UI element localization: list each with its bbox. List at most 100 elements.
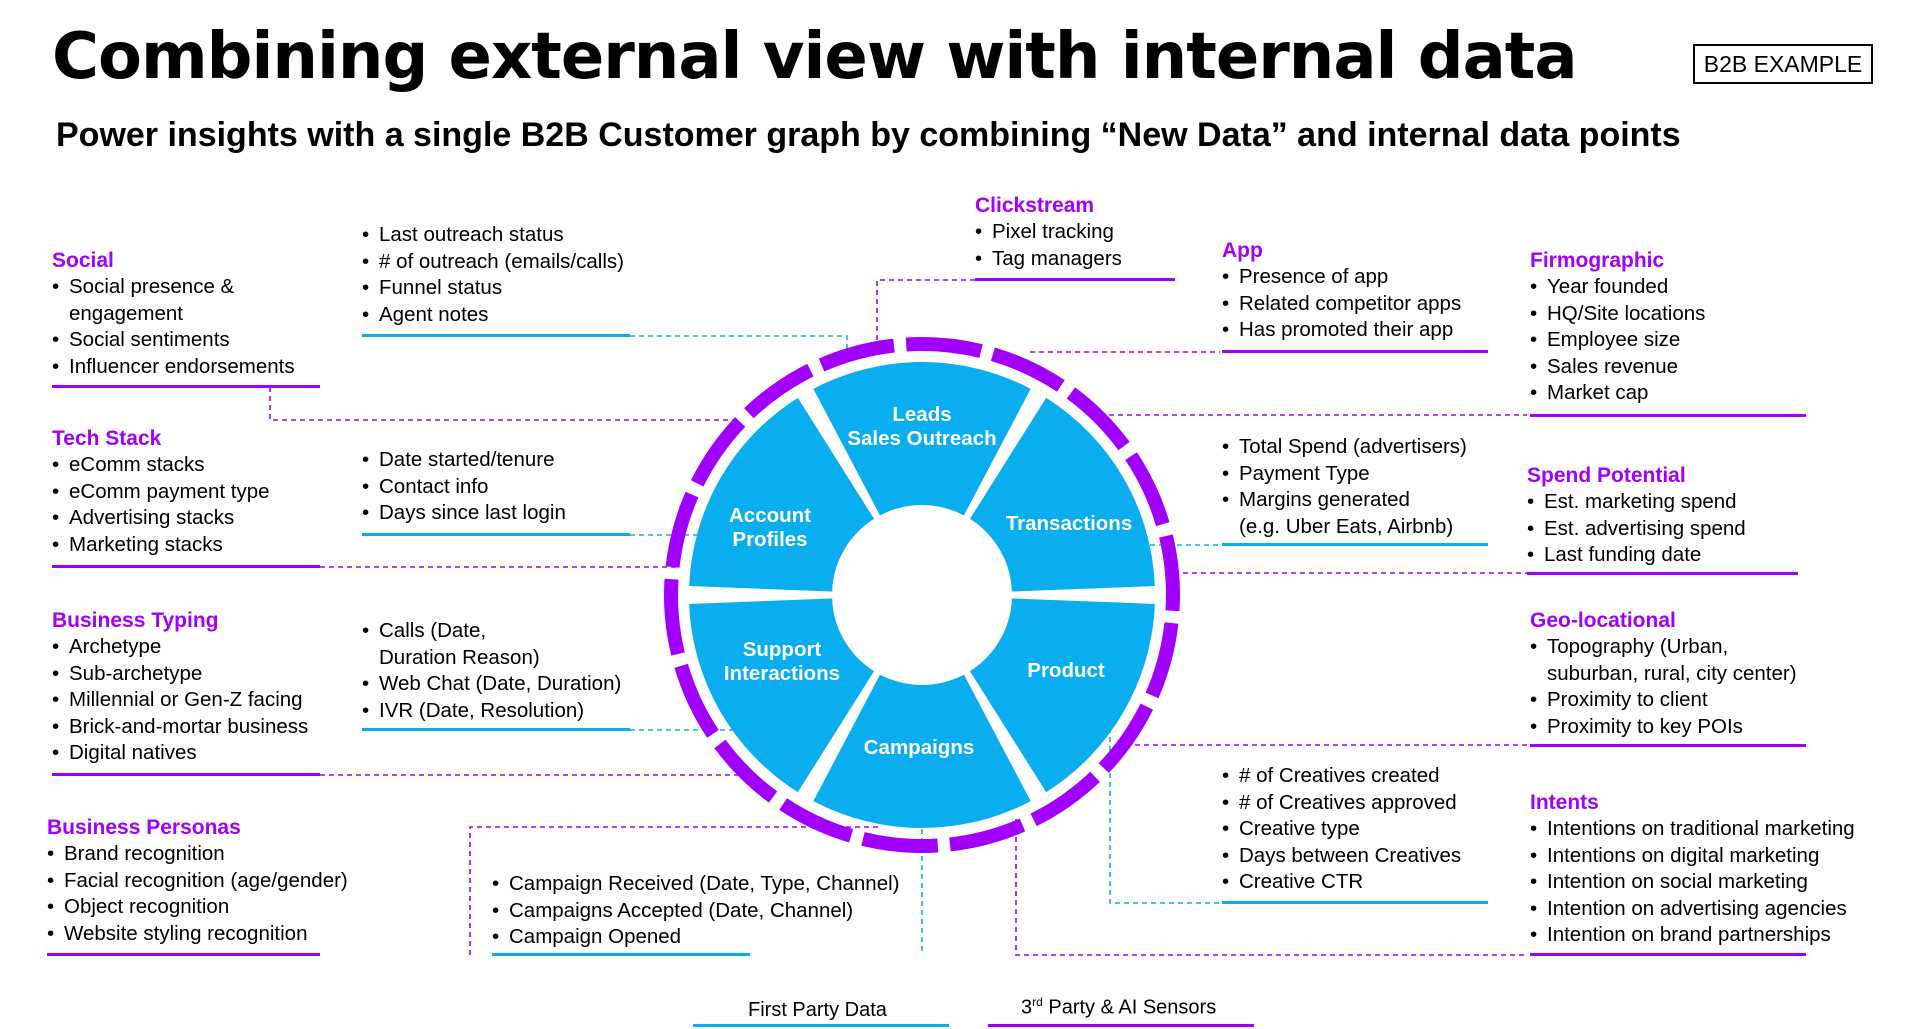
wheel-center (832, 505, 1012, 685)
list-item: Presence of app (1222, 264, 1461, 291)
outer-ring-segment (905, 336, 983, 358)
list-item: Object recognition (47, 894, 348, 921)
list-item: Intentions on traditional marketing (1530, 816, 1855, 843)
outer-ring-segment (1098, 703, 1154, 773)
list-item: # of Creatives approved (1222, 790, 1461, 817)
list-item: (e.g. Uber Eats, Airbnb) (1239, 514, 1454, 538)
outer-ring-segment (818, 338, 895, 372)
business-personas-block: Business Personas Brand recognition Faci… (47, 815, 348, 947)
outer-ring-segment (1030, 771, 1100, 827)
list-item: Margins generated (1222, 487, 1467, 514)
clickstream-block: Clickstream Pixel tracking Tag managers (975, 193, 1122, 272)
list-item: HQ/Site locations (1530, 301, 1705, 328)
clickstream-title: Clickstream (975, 194, 1095, 217)
transactions-data-block: Total Spend (advertisers) Payment Type M… (1222, 434, 1467, 540)
intents-title: Intents (1530, 791, 1599, 814)
spend-potential-block: Spend Potential Est. marketing spend Est… (1527, 463, 1746, 569)
list-item: Total Spend (advertisers) (1222, 434, 1467, 461)
segment-label-support: Support (743, 638, 822, 661)
legend-third-party-label: 3rd Party & AI Sensors (1021, 995, 1217, 1019)
connector-social (269, 387, 740, 421)
list-item: Duration Reason) (379, 645, 540, 669)
list-item: # of Creatives created (1222, 763, 1461, 790)
list-item: Marketing stacks (52, 532, 270, 559)
outer-ring-segment (714, 739, 778, 803)
list-item: Employee size (1530, 327, 1705, 354)
outer-ring-segment (744, 363, 814, 419)
business-personas-underline (47, 953, 320, 956)
legend-first-party-line (693, 1024, 949, 1027)
segment-label-account-2: Profiles (732, 528, 807, 551)
legend-first-party-label: First Party Data (748, 999, 887, 1021)
list-item: Millennial or Gen-Z facing (52, 687, 308, 714)
intents-underline (1530, 953, 1806, 956)
list-item: Creative CTR (1222, 869, 1461, 896)
segment-label-campaigns: Campaigns (864, 736, 975, 759)
list-item: Brand recognition (47, 841, 348, 868)
tech-stack-underline (52, 565, 320, 568)
list-item: Creative type (1222, 816, 1461, 843)
list-item: # of outreach (emails/calls) (362, 249, 624, 276)
list-item: Calls (Date, (362, 618, 621, 645)
wheel-segment-leads (813, 362, 1031, 518)
connector-clickstream (876, 279, 975, 340)
list-item: Topography (Urban, (1530, 634, 1797, 661)
list-item: eComm payment type (52, 479, 270, 506)
account-data-block: Date started/tenure Contact info Days si… (362, 447, 566, 527)
list-item: Payment Type (1222, 461, 1467, 488)
outer-ring-segment (674, 663, 719, 738)
outer-ring (663, 336, 1181, 853)
product-data-underline (1222, 901, 1488, 904)
list-item: Tag managers (975, 246, 1122, 273)
list-item: Advertising stacks (52, 505, 270, 532)
outer-ring-segment (690, 417, 746, 487)
leads-data-underline (362, 334, 630, 337)
list-item: Funnel status (362, 275, 624, 302)
b2b-example-badge: B2B EXAMPLE (1693, 44, 1873, 84)
connector-intents (1015, 819, 1527, 956)
list-item: Web Chat (Date, Duration) (362, 671, 621, 698)
wheel-segment-account (689, 397, 876, 592)
segment-label-transactions: Transactions (1006, 512, 1132, 535)
list-item: Intention on advertising agencies (1530, 896, 1855, 923)
segment-label-product: Product (1027, 659, 1105, 682)
list-item: Related competitor apps (1222, 291, 1461, 318)
business-typing-block: Business Typing Archetype Sub-archetype … (52, 608, 308, 767)
list-item: Proximity to client (1530, 687, 1797, 714)
page-subtitle: Power insights with a single B2B Custome… (56, 116, 1681, 154)
list-item: Days between Creatives (1222, 843, 1461, 870)
outer-ring-segment (861, 832, 939, 853)
outer-ring-segment (1125, 452, 1170, 527)
geo-locational-title: Geo-locational (1530, 609, 1676, 632)
list-item: Date started/tenure (362, 447, 566, 474)
geo-locational-underline (1530, 744, 1806, 747)
outer-ring-segment (1159, 534, 1181, 612)
support-data-block: Calls (Date, Duration Reason) Web Chat (… (362, 618, 621, 724)
segment-label-account: Account (729, 504, 811, 527)
spend-potential-underline (1527, 572, 1798, 575)
list-item: Est. marketing spend (1527, 489, 1746, 516)
list-item: Intentions on digital marketing (1530, 843, 1855, 870)
list-item: Sub-archetype (52, 661, 308, 688)
list-item: Facial recognition (age/gender) (47, 868, 348, 895)
social-underline (52, 385, 320, 388)
clickstream-underline (975, 278, 1175, 281)
list-item: Pixel tracking (975, 219, 1122, 246)
tech-stack-title: Tech Stack (52, 427, 162, 450)
app-underline (1222, 350, 1488, 353)
firmographic-underline (1530, 414, 1806, 417)
wheel-labels: Leads Sales Outreach Transactions Produc… (724, 403, 1132, 759)
list-item: Last outreach status (362, 222, 624, 249)
list-item: suburban, rural, city center) (1547, 661, 1797, 685)
business-typing-underline (52, 773, 320, 776)
list-item: Est. advertising spend (1527, 516, 1746, 543)
social-block: Social Social presence & engagement Soci… (52, 248, 295, 380)
spend-potential-title: Spend Potential (1527, 464, 1686, 487)
outer-ring-segment (779, 798, 854, 843)
campaigns-data-underline (492, 953, 750, 956)
list-item: Brick-and-mortar business (52, 714, 308, 741)
list-item: Campaigns Accepted (Date, Channel) (492, 898, 899, 925)
list-item: Intention on social marketing (1530, 869, 1855, 896)
account-data-underline (362, 533, 630, 536)
app-block: App Presence of app Related competitor a… (1222, 238, 1461, 344)
